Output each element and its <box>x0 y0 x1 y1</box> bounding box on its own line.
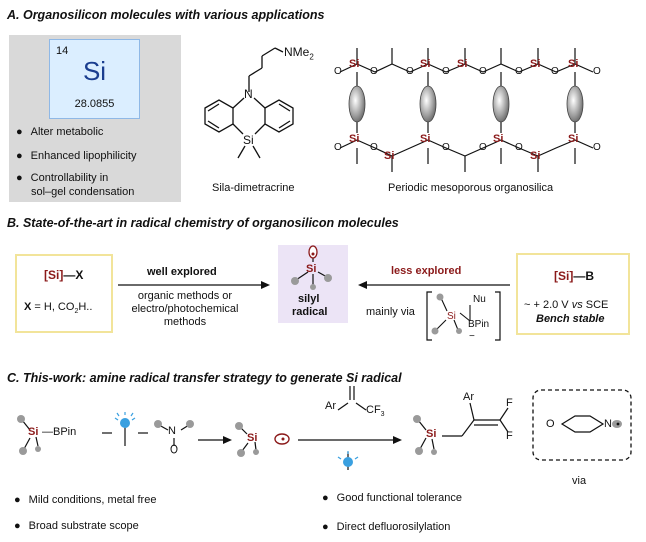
pmo-o-5: O <box>479 66 487 77</box>
radical-si-atom: Si <box>306 263 317 275</box>
pmo-o-8: O <box>593 66 601 77</box>
morpholine-n: N <box>604 418 612 430</box>
si-x-label: [Si]—X <box>44 268 84 282</box>
pmo-bridge-4 <box>566 85 584 123</box>
bench-stable-label: Bench stable <box>536 313 605 325</box>
pmo-si-8: Si <box>420 133 431 145</box>
pmo-si-1: Si <box>349 58 360 70</box>
atomic-number: 14 <box>56 45 69 57</box>
product-f-1: F <box>506 397 513 409</box>
pmo-o-7: O <box>551 66 559 77</box>
si-b-label: [Si]—B <box>554 269 595 283</box>
c-bullet-2: Broad substrate scope <box>14 520 139 532</box>
pmo-bridge-1 <box>348 85 366 123</box>
product-f-2: F <box>506 430 513 442</box>
pmo-si-6: Si <box>349 133 360 145</box>
pmo-name: Periodic mesoporous organosilica <box>388 182 554 194</box>
silyl-label: silyl <box>298 293 320 305</box>
pmo-si-3: Si <box>457 58 468 70</box>
pmo-bridge-3 <box>492 85 510 123</box>
nu-label: Nu <box>473 294 486 305</box>
redox-potential: ~ + 2.0 V vs SCE <box>524 299 609 311</box>
pmo-o-6: O <box>515 66 523 77</box>
pmo-si-4: Si <box>530 58 541 70</box>
amine-n-atom: N <box>168 425 176 437</box>
pmo-o-14: O <box>593 142 601 153</box>
product-si: Si <box>426 428 437 440</box>
radical-label: radical <box>292 306 328 318</box>
a-bullet-3-cont: sol–gel condensation <box>31 186 135 198</box>
pmo-o-9: O <box>334 142 342 153</box>
less-explored-label: less explored <box>391 265 462 277</box>
c-bullet-4: Direct defluorosilylation <box>322 521 451 533</box>
via-label: via <box>572 475 587 487</box>
pmo-si-10: Si <box>530 150 541 162</box>
atomic-mass: 28.0855 <box>74 98 115 110</box>
x-definition: X = H, CO2H.. <box>24 301 93 316</box>
pmo-o-2: O <box>370 66 378 77</box>
pmo-si-7: Si <box>384 150 395 162</box>
radical-si-c: Si <box>247 432 258 444</box>
ate-minus-label: − <box>469 331 475 342</box>
light-bulb-icon <box>114 412 136 428</box>
pmo-o-10: O <box>370 142 378 153</box>
pmo-o-4: O <box>442 66 450 77</box>
c-bullet-3: Good functional tolerance <box>322 492 462 504</box>
si-x-box: [Si]—X X = H, CO2H.. <box>15 254 113 333</box>
a-bullet-2: Enhanced lipophilicity <box>16 150 137 162</box>
element-symbol: Si <box>82 56 107 86</box>
light-bulb-icon-2 <box>337 451 359 467</box>
sila-n-atom: N <box>244 87 253 101</box>
section-a-title: A. Organosilicon molecules with various … <box>7 8 325 22</box>
pmo-si-2: Si <box>420 58 431 70</box>
alkene-cf3: CF3 <box>366 404 385 419</box>
pmo-o-1: O <box>334 66 342 77</box>
product-ar: Ar <box>463 391 474 403</box>
element-tile: 14 Si 28.0855 <box>49 39 140 119</box>
nme2-label: NMe2 <box>284 45 314 62</box>
section-c-title: C. This-work: amine radical transfer str… <box>7 371 402 385</box>
pmo-o-3: O <box>406 66 414 77</box>
a-bullet-1: Alter metabolic <box>16 126 104 138</box>
a-bullet-3: Controllability in <box>16 172 109 184</box>
methods-line-3: methods <box>163 316 207 328</box>
c-si-atom: Si <box>28 426 39 438</box>
alkene-ar: Ar <box>325 400 336 412</box>
ate-bpin-label: BPin <box>468 319 490 330</box>
sila-name: Sila-dimetracrine <box>212 182 295 194</box>
morpholine-o: O <box>546 418 555 430</box>
methods-line-2: electro/photochemical <box>131 303 239 315</box>
well-explored-label: well explored <box>147 266 217 278</box>
pmo-o-13: O <box>515 142 523 153</box>
ate-si-atom: Si <box>447 311 456 322</box>
pmo-o-12: O <box>479 142 487 153</box>
section-b-title: B. State-of-the-art in radical chemistry… <box>7 216 399 230</box>
pmo-o-11: O <box>442 142 450 153</box>
pmo-bridge-2 <box>419 85 437 123</box>
mainly-via-label: mainly via <box>366 306 415 318</box>
sila-si-atom: Si <box>243 133 254 147</box>
pmo-si-11: Si <box>568 133 579 145</box>
si-b-box: [Si]—B ~ + 2.0 V vs SCE Bench stable <box>516 253 630 335</box>
c-bpin-label: —BPin <box>42 426 77 438</box>
methods-line-1: organic methods or <box>137 290 233 302</box>
pmo-si-9: Si <box>493 133 504 145</box>
c-bullet-1: Mild conditions, metal free <box>14 494 157 506</box>
pmo-si-5: Si <box>568 58 579 70</box>
